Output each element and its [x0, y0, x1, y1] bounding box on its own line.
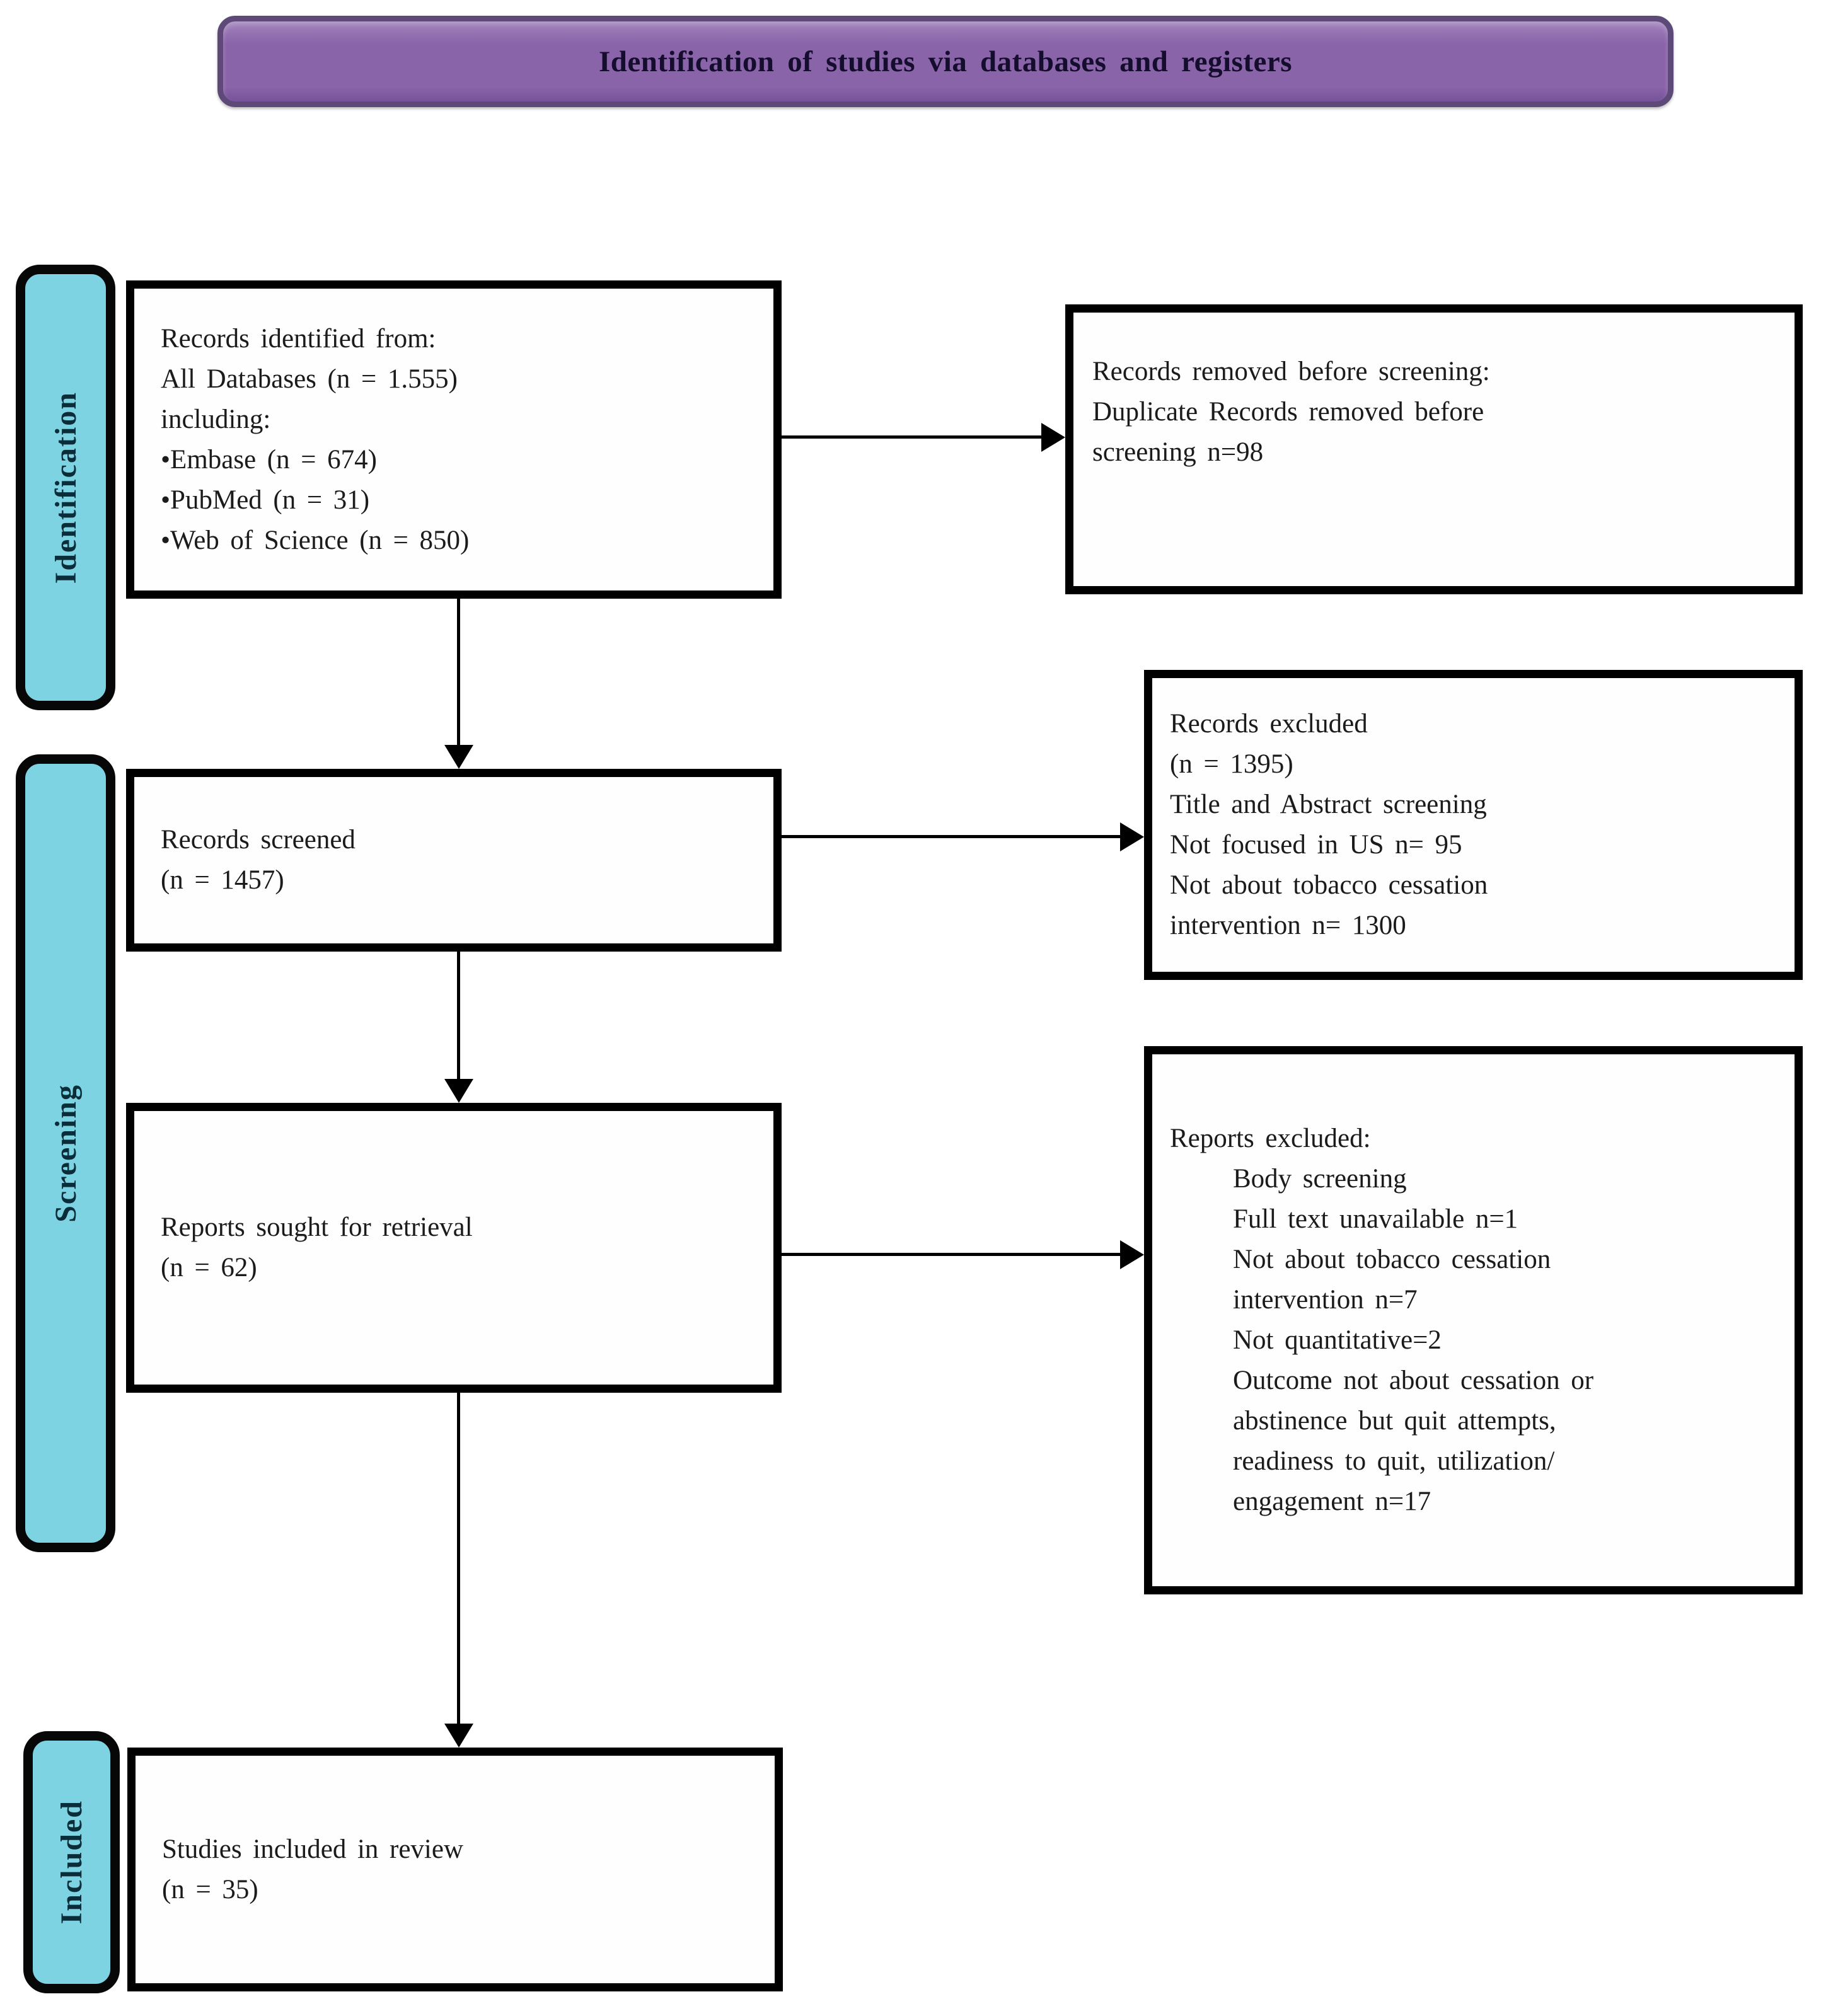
arrow-screened-to-sought [457, 952, 460, 1080]
text-line: (n = 35) [162, 1874, 258, 1904]
text-line: engagement n=17 [1233, 1487, 1431, 1516]
text-line: Records identified from: [161, 323, 436, 354]
text-line: •Web of Science (n = 850) [161, 525, 470, 555]
studies-included-box: Studies included in review (n = 35) [127, 1748, 783, 1991]
arrow-screened-to-excluded [782, 835, 1121, 838]
stage-screening-label: Screening [49, 1084, 83, 1223]
text-line: abstinence but quit attempts, [1233, 1406, 1556, 1436]
stage-included-pill: Included [23, 1731, 120, 1993]
text-line: Records removed before screening: [1092, 357, 1490, 386]
records-identified-box: Records identified from: All Databases (n… [126, 280, 782, 599]
text-line: intervention n=7 [1233, 1285, 1418, 1315]
text-line: Records screened [161, 825, 356, 855]
text-line: Body screening [1233, 1164, 1407, 1194]
text-line: screening n=98 [1092, 437, 1264, 467]
title-banner-label: Identification of studies via databases … [599, 45, 1292, 78]
reports-sought-box: Reports sought for retrieval (n = 62) [126, 1103, 782, 1393]
records-excluded-box: Records excluded (n = 1395) Title and Abst… [1144, 670, 1803, 980]
text-line: Not focused in US n= 95 [1170, 830, 1462, 860]
text-line: Reports sought for retrieval [161, 1212, 473, 1242]
text-line: intervention n= 1300 [1170, 911, 1406, 940]
stage-screening-pill: Screening [16, 754, 115, 1552]
stage-identification-label: Identification [49, 391, 83, 584]
text-line: (n = 1395) [1170, 749, 1293, 779]
text-line: Records excluded [1170, 709, 1368, 739]
arrow-sought-to-included [457, 1393, 460, 1725]
text-line: (n = 1457) [161, 865, 284, 895]
text-line: Studies included in review [162, 1834, 464, 1864]
text-line: (n = 62) [161, 1253, 257, 1282]
stage-included-label: Included [55, 1800, 88, 1925]
text-line: Not quantitative=2 [1233, 1325, 1442, 1355]
arrow-sought-to-reports-excluded [782, 1253, 1121, 1256]
text-line: Not about tobacco cessation [1170, 870, 1488, 900]
text-line: All Databases (n = 1.555) [161, 364, 458, 394]
text-line: Duplicate Records removed before [1092, 397, 1484, 427]
arrow-identified-to-screened [457, 599, 460, 746]
text-line: Not about tobacco cessation [1233, 1245, 1551, 1274]
text-line: readiness to quit, utilization/ [1233, 1446, 1555, 1476]
text-line: Full text unavailable n=1 [1233, 1204, 1518, 1234]
stage-identification-pill: Identification [16, 265, 115, 710]
title-banner: Identification of studies via databases … [217, 16, 1674, 107]
arrow-identified-to-removed [782, 435, 1043, 439]
text-line: including: [161, 404, 271, 434]
records-removed-box: Records removed before screening: Duplica… [1065, 304, 1803, 594]
reports-excluded-title: Reports excluded: [1170, 1124, 1371, 1153]
records-screened-box: Records screened (n = 1457) [126, 769, 782, 952]
text-line: •Embase (n = 674) [161, 444, 377, 475]
text-line: Outcome not about cessation or [1233, 1366, 1594, 1395]
text-line: Title and Abstract screening [1170, 790, 1487, 819]
text-line: •PubMed (n = 31) [161, 485, 370, 515]
